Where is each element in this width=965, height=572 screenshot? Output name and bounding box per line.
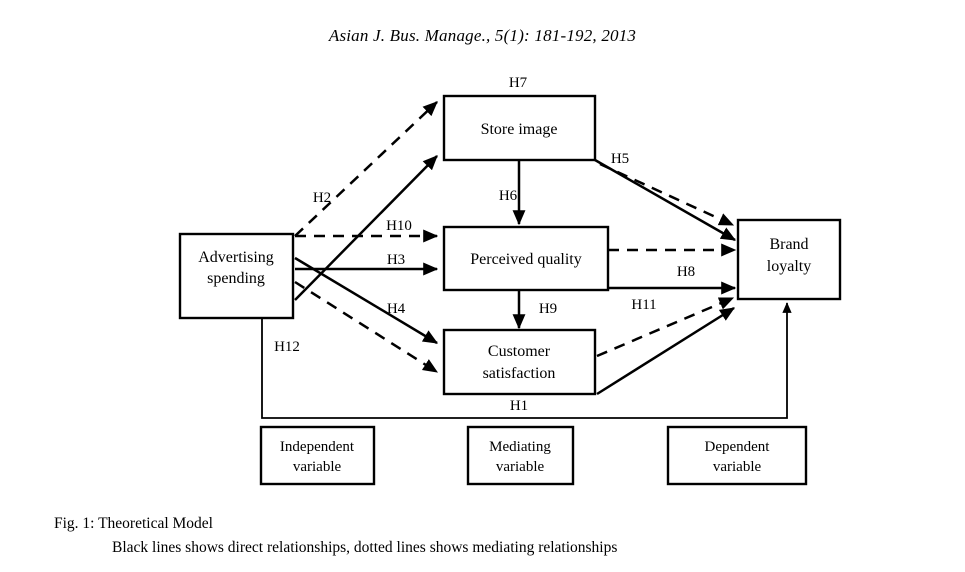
path-label-h2: H2 xyxy=(313,190,331,206)
legend-node-mediating-variable[interactable]: Mediating variable xyxy=(466,425,575,486)
path-label-h8: H8 xyxy=(677,264,695,280)
node-customer-satisfaction-line2: satisfaction xyxy=(483,365,556,382)
legend-node-independent-variable[interactable]: Independent variable xyxy=(259,425,376,486)
figure-caption-subtitle: Black lines shows direct relationships, … xyxy=(112,539,618,557)
node-store-image[interactable]: Store image xyxy=(442,94,597,162)
path-label-h4: H4 xyxy=(387,301,406,317)
link-h4-advertising-to-customer-satisfaction xyxy=(294,256,439,345)
path-label-h6: H6 xyxy=(499,188,518,204)
node-advertising-spending-line1: Advertising xyxy=(198,249,274,266)
link-h2-advertising-to-store-image xyxy=(294,101,438,237)
legend-independent-line1: Independent xyxy=(280,439,355,455)
link-h7-advertising-to-store-image xyxy=(294,155,438,301)
node-customer-satisfaction-line1: Customer xyxy=(488,343,551,360)
path-label-h9: H9 xyxy=(539,301,557,317)
node-customer-satisfaction[interactable]: Customer satisfaction xyxy=(442,328,597,396)
node-brand-loyalty-line1: Brand xyxy=(769,236,808,253)
legend-dependent-line2: variable xyxy=(713,459,762,475)
node-advertising-spending[interactable]: Advertising spending xyxy=(178,232,295,320)
link-h11-dashed-customer-satisfaction-to-brand-loyalty xyxy=(596,296,735,358)
link-h11-customer-satisfaction-to-brand-loyalty xyxy=(596,306,736,396)
figure-caption: Fig. 1: Theoretical Model Black lines sh… xyxy=(54,512,934,560)
link-h4-dashed-advertising-to-customer-satisfaction xyxy=(294,280,439,374)
path-label-h1: H1 xyxy=(510,398,528,414)
node-brand-loyalty-line2: loyalty xyxy=(767,258,811,275)
link-h5-dashed-store-image-to-brand-loyalty xyxy=(599,162,735,227)
path-label-h11: H11 xyxy=(631,297,656,313)
path-label-h3: H3 xyxy=(387,252,405,268)
path-label-h12: H12 xyxy=(274,339,300,355)
node-perceived-quality-label: Perceived quality xyxy=(470,251,582,268)
theoretical-model-figure: Advertising spending Store image Perceiv… xyxy=(0,60,965,500)
figure-caption-title: Fig. 1: Theoretical Model xyxy=(54,515,213,532)
path-label-h7: H7 xyxy=(509,75,528,91)
path-label-h10: H10 xyxy=(386,218,412,234)
node-advertising-spending-line2: spending xyxy=(207,270,265,287)
legend-independent-line2: variable xyxy=(293,459,342,475)
model-diagram-svg: Advertising spending Store image Perceiv… xyxy=(178,75,842,486)
node-brand-loyalty[interactable]: Brand loyalty xyxy=(736,218,842,301)
legend-mediating-line2: variable xyxy=(496,459,545,475)
legend-node-dependent-variable[interactable]: Dependent variable xyxy=(666,425,808,486)
path-label-h5: H5 xyxy=(611,151,629,167)
node-perceived-quality[interactable]: Perceived quality xyxy=(442,225,610,292)
link-h12-h1-advertising-to-brand-loyalty xyxy=(261,302,792,419)
link-h5-store-image-to-brand-loyalty xyxy=(594,158,737,242)
legend-dependent-line1: Dependent xyxy=(705,439,771,455)
node-store-image-label: Store image xyxy=(481,121,558,138)
legend-mediating-line1: Mediating xyxy=(489,439,551,455)
journal-header: Asian J. Bus. Manage., 5(1): 181-192, 20… xyxy=(328,26,637,45)
